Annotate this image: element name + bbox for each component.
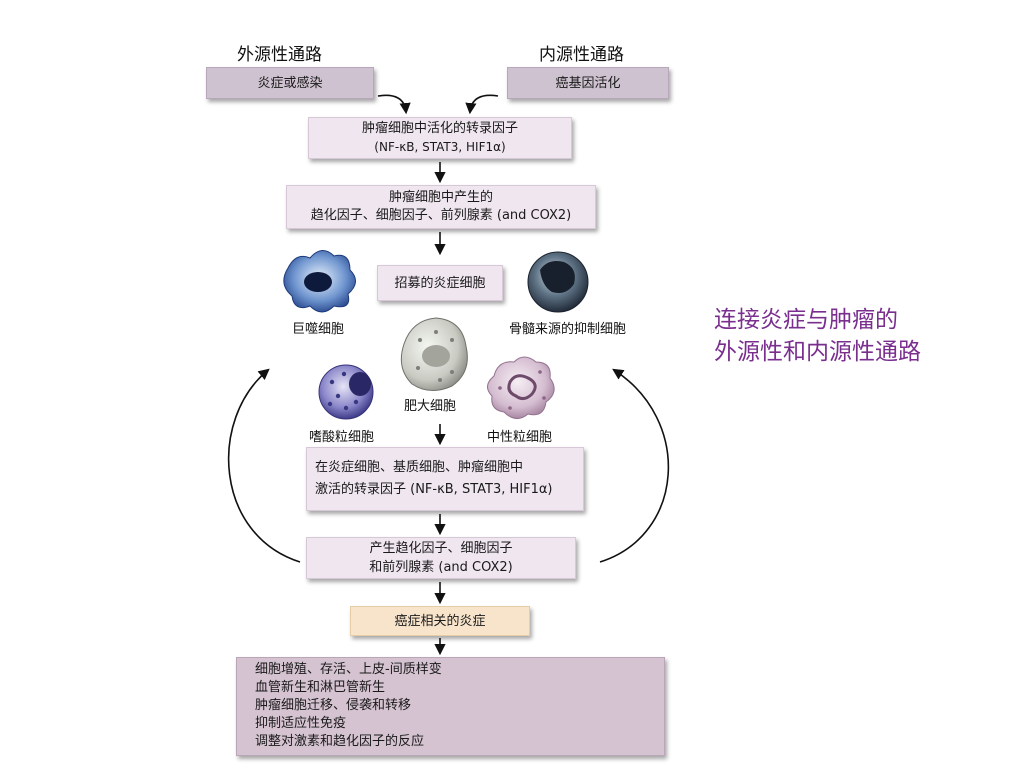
tumor-produced-line-1: 肿瘤细胞中产生的: [388, 190, 493, 205]
cancer-related-inflammation-box: 癌症相关的炎症: [350, 606, 530, 636]
all-cells-transcription-factor-box: 在炎症细胞、基质细胞、肿瘤细胞中 激活的转录因子 (NF-κB, STAT3, …: [306, 447, 584, 511]
eosinophil-label: 嗜酸粒细胞: [309, 430, 375, 445]
side-title: 连接炎症与肿瘤的 外源性和内源性通路: [714, 304, 921, 368]
all-tf-line-2: 激活的转录因子 (NF-κB, STAT3, HIF1α): [315, 482, 553, 497]
tumor-produced-factors-box: 肿瘤细胞中产生的 趋化因子、细胞因子、前列腺素 (and COX2): [286, 185, 596, 229]
mdsc-icon: [527, 251, 589, 313]
feedback-arrow-left: [227, 368, 301, 563]
outcome-item: 调整对激素和趋化因子的反应: [255, 734, 425, 749]
feedback-arrow-right: [599, 368, 670, 563]
produced-all-line-2: 和前列腺素 (and COX2): [369, 560, 513, 575]
macrophage-icon: [283, 250, 356, 313]
arrow-exogenous: [377, 94, 411, 115]
all-tf-line-1: 在炎症细胞、基质细胞、肿瘤细胞中: [315, 460, 524, 475]
outcome-item: 肿瘤细胞迁移、侵袭和转移: [255, 698, 412, 713]
tumor-tf-line-1: 肿瘤细胞中活化的转录因子: [361, 121, 518, 136]
mdsc-label: 骨髓来源的抑制细胞: [509, 322, 627, 337]
produced-factors-box: 产生趋化因子、细胞因子 和前列腺素 (and COX2): [306, 537, 576, 579]
tumor-produced-line-2: 趋化因子、细胞因子、前列腺素 (and COX2): [310, 208, 572, 223]
mast-cell-icon: [400, 317, 468, 391]
oncogene-activation-label: 癌基因活化: [555, 75, 621, 91]
side-title-line-2: 外源性和内源性通路: [714, 339, 921, 365]
produced-all-line-1: 产生趋化因子、细胞因子: [369, 541, 513, 556]
inflammation-infection-label: 炎症或感染: [257, 75, 323, 91]
outcome-item: 血管新生和淋巴管新生: [255, 680, 386, 695]
oncogene-activation-box: 癌基因活化: [507, 67, 669, 99]
neutrophil-label: 中性粒细胞: [487, 430, 553, 445]
endogenous-pathway-heading: 内源性通路: [539, 45, 624, 65]
cancer-inflammation-label: 癌症相关的炎症: [394, 613, 486, 629]
mast-cell-label: 肥大细胞: [404, 399, 457, 414]
outcomes-box: 细胞增殖、存活、上皮-间质样变 血管新生和淋巴管新生 肿瘤细胞迁移、侵袭和转移 …: [236, 657, 665, 756]
recruited-inflammatory-cells-box: 招募的炎症细胞: [377, 265, 503, 301]
exogenous-pathway-heading: 外源性通路: [237, 45, 322, 65]
recruited-label: 招募的炎症细胞: [394, 275, 486, 291]
outcome-item: 抑制适应性免疫: [255, 716, 347, 731]
arrow-endogenous: [465, 94, 499, 115]
outcome-item: 细胞增殖、存活、上皮-间质样变: [255, 662, 442, 677]
macrophage-label: 巨噬细胞: [292, 322, 345, 337]
tumor-tf-line-2: (NF-κB, STAT3, HIF1α): [374, 140, 506, 154]
neutrophil-icon: [487, 356, 555, 419]
side-title-line-1: 连接炎症与肿瘤的: [714, 307, 898, 333]
tumor-transcription-factor-box: 肿瘤细胞中活化的转录因子 (NF-κB, STAT3, HIF1α): [308, 117, 572, 159]
inflammation-infection-box: 炎症或感染: [206, 67, 374, 99]
eosinophil-icon: [318, 364, 374, 420]
